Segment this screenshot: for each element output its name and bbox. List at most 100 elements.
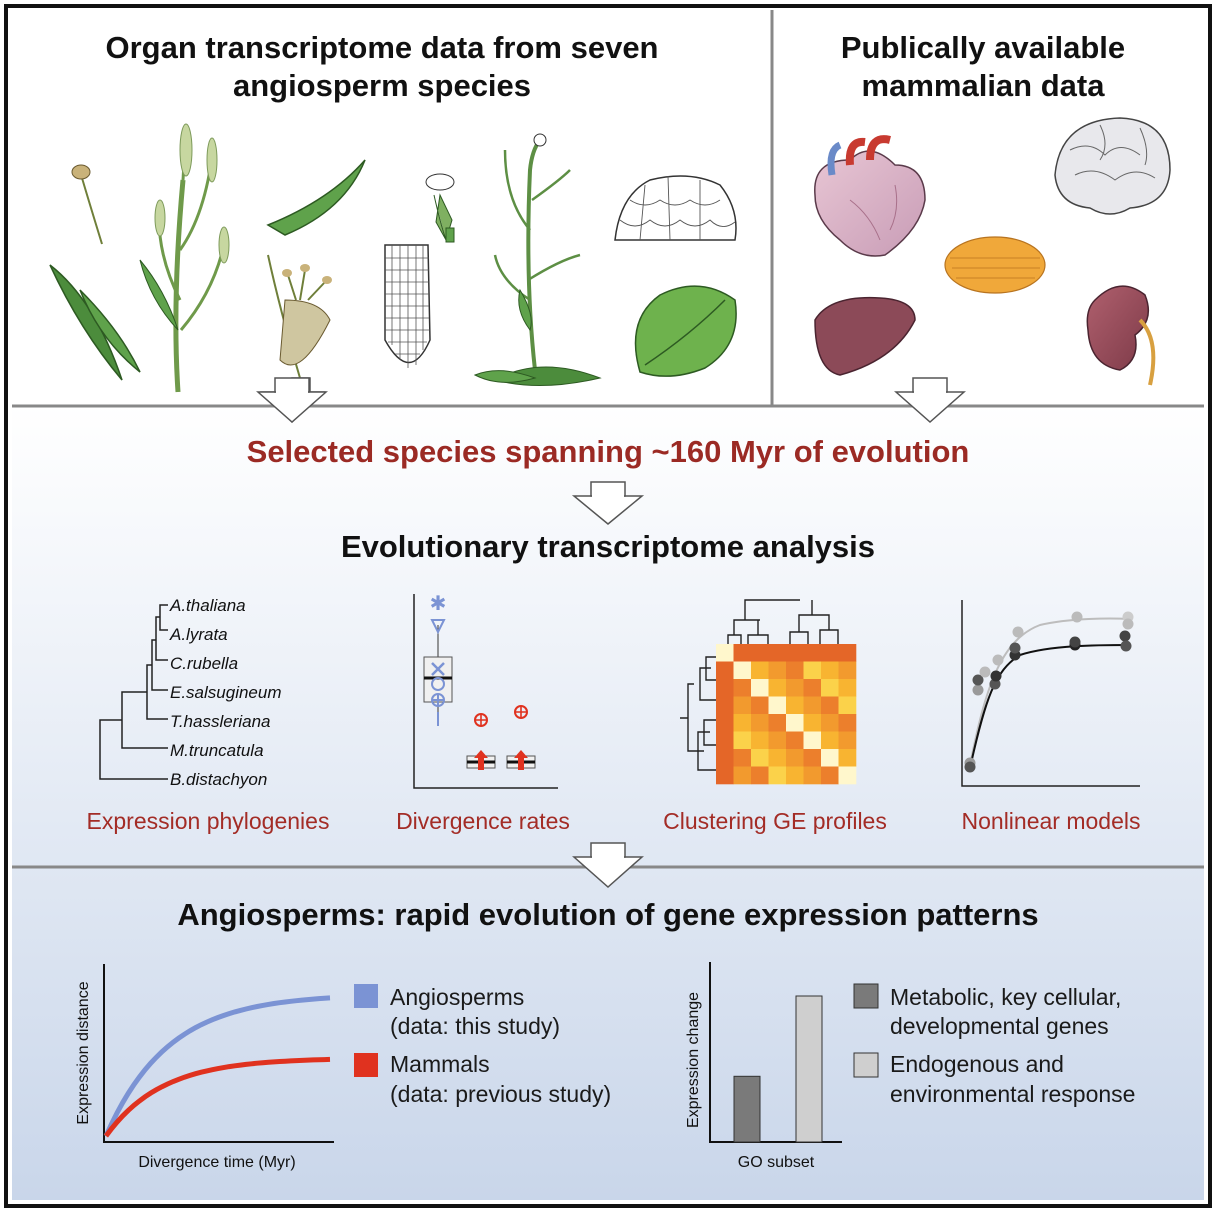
selection-heading: Selected species spanning ~160 Myr of ev… — [247, 434, 970, 469]
heatmap-cell — [768, 714, 787, 732]
asterisk-icon: ✱ — [430, 591, 447, 615]
heatmap-cell — [838, 766, 857, 785]
stamen-illustration — [71, 164, 103, 245]
heatmap-cell — [733, 679, 752, 697]
analysis-heading: Evolutionary transcriptome analysis — [341, 529, 875, 564]
heatmap-cell — [751, 714, 769, 732]
heatmap-cell — [733, 696, 752, 715]
red-marker-icon — [514, 750, 528, 770]
heatmap-cell — [716, 696, 734, 715]
pod-illustration — [266, 159, 366, 236]
legend-mammals-line2: (data: previous study) — [390, 1081, 611, 1107]
cerebellum-illustration — [944, 236, 1046, 294]
heatmap-cell — [733, 661, 752, 680]
outlier-icon — [474, 713, 488, 727]
species-label: M.truncatula — [170, 741, 264, 760]
model-point — [972, 674, 984, 686]
heatmap-cell — [768, 679, 787, 697]
heatmap-cell — [821, 679, 839, 697]
model-point — [1012, 626, 1024, 638]
nonlinear-model-plot — [961, 600, 1140, 787]
heatmap-cell — [716, 714, 734, 732]
heatmap-cell — [803, 644, 822, 662]
divergence-label: Divergence rates — [396, 808, 570, 834]
heatmap-cell — [821, 644, 839, 662]
mammal-data-title-line2: mammalian data — [862, 68, 1106, 103]
model-point — [1069, 636, 1081, 648]
triangle-icon — [430, 619, 446, 635]
grass-stem-illustration — [139, 123, 230, 393]
phylogenies-label: Expression phylogenies — [87, 808, 330, 834]
tree-branches — [99, 604, 168, 780]
divergence-boxplot: ✱ — [413, 591, 558, 789]
heatmap-cell — [768, 661, 787, 680]
model-point — [1119, 630, 1131, 642]
heatmap-cell — [803, 749, 822, 767]
liver-illustration — [814, 296, 916, 376]
nonlinear-axes — [961, 600, 1140, 787]
nonlinear-points — [964, 611, 1134, 773]
clustering-heatmap — [680, 599, 857, 785]
red-marker-icon — [474, 750, 488, 770]
heatmap-cell — [838, 644, 857, 662]
heatmap-cell — [821, 749, 839, 767]
heatmap-cell — [733, 766, 752, 785]
column-dendrogram — [727, 599, 839, 644]
conclusion-heading: Angiosperms: rapid evolution of gene exp… — [177, 897, 1038, 932]
arrow-bottom-stem — [590, 842, 626, 858]
circle-icon — [431, 677, 445, 691]
model-point — [1009, 642, 1021, 654]
heatmap-cell — [821, 766, 839, 785]
arabidopsis-illustration — [473, 133, 602, 387]
line-chart-xlabel: Divergence time (Myr) — [138, 1154, 295, 1171]
heatmap-cell — [803, 731, 822, 750]
legend-swatch-metabolic — [853, 983, 879, 1009]
fit-curve-light — [969, 617, 1131, 766]
legend-mammals-line1: Mammals — [390, 1051, 490, 1077]
heatmap-cell — [838, 661, 857, 680]
heatmap-cell — [786, 696, 804, 715]
species-label: A.lyrata — [169, 625, 228, 644]
heatmap-cell — [803, 696, 822, 715]
heatmap-cell — [838, 696, 857, 715]
bar-response — [795, 995, 823, 1143]
legend-metabolic-line2: developmental genes — [890, 1013, 1109, 1039]
heatmap-cell — [786, 714, 804, 732]
mammal-data-title-line1: Publically available — [841, 30, 1125, 65]
heatmap-cell — [821, 696, 839, 715]
line-chart-ylabel: Expression distance — [75, 981, 92, 1124]
species-label: C.rubella — [170, 654, 238, 673]
plant-data-title-line1: Organ transcriptome data from seven — [106, 30, 659, 65]
model-point — [1122, 618, 1134, 630]
heatmap-cell — [768, 731, 787, 750]
heatmap-cell — [768, 749, 787, 767]
heatmap-cell — [803, 766, 822, 785]
heatmap-cell — [838, 714, 857, 732]
heatmap-cell — [786, 661, 804, 680]
heatmap-cell — [838, 731, 857, 750]
species-label: T.hassleriana — [170, 712, 271, 731]
arrow-mid-join — [592, 494, 624, 498]
line-chart-axes — [103, 964, 334, 1143]
brain-illustration — [1054, 117, 1171, 215]
model-point — [990, 670, 1002, 682]
heatmap-cell — [803, 679, 822, 697]
heatmap-cell — [751, 661, 769, 680]
heatmap-cell — [733, 731, 752, 750]
outlier-cross — [476, 715, 486, 725]
heatmap-cell — [716, 749, 734, 767]
heart-illustration — [814, 135, 926, 257]
heatmap-cell — [768, 644, 787, 662]
legend-angiosperms-line1: Angiosperms — [390, 984, 524, 1010]
heatmap-cell — [786, 749, 804, 767]
model-point — [989, 678, 1001, 690]
kidney-illustration — [1086, 285, 1156, 386]
model-point — [992, 654, 1004, 666]
legend-response-line1: Endogenous and — [890, 1051, 1064, 1077]
mammal-curve — [104, 1056, 331, 1138]
heatmap-cell — [751, 696, 769, 715]
organ-illustrations — [814, 117, 1171, 386]
heatmap-cell — [838, 749, 857, 767]
